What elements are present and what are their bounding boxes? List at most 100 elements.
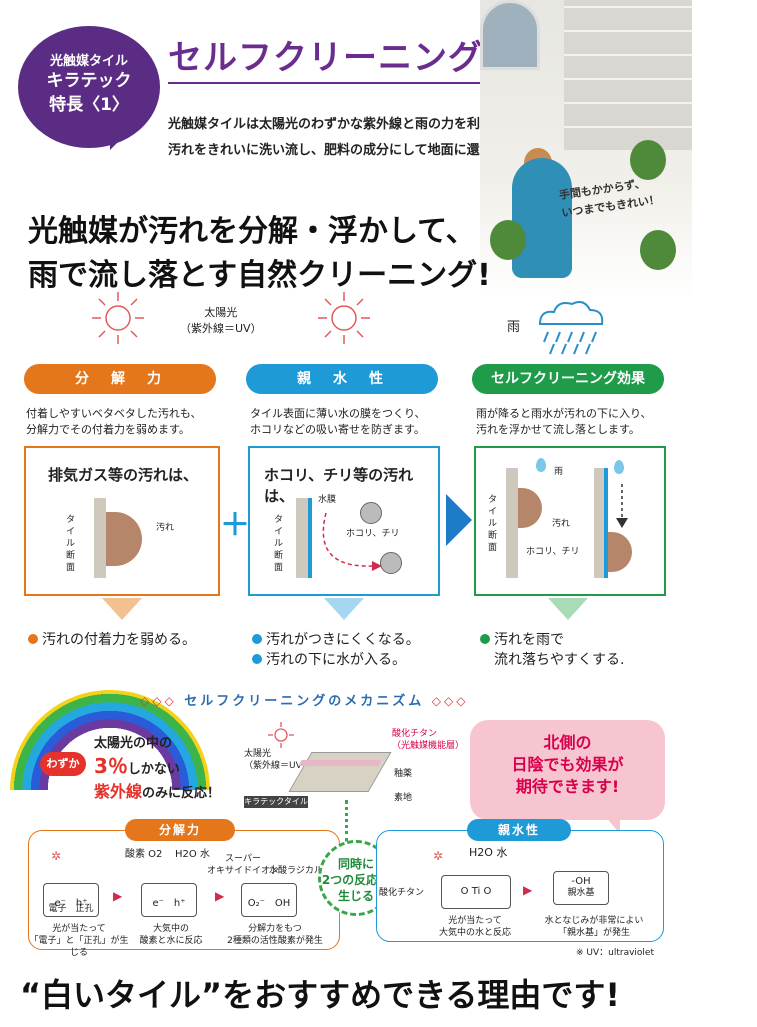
h2o-label: H2O 水 (469, 846, 508, 859)
uv-line2: しかない (127, 762, 180, 777)
box2-text: e⁻ h⁺ (152, 898, 186, 909)
person-body (512, 158, 572, 278)
cap2a: 大気中の (152, 924, 189, 934)
badge-line1: キラテック (46, 71, 132, 91)
desc-decomposition: 付着しやすいベタベタした汚れも、 分解力でその付着力を弱めます。 (26, 406, 202, 438)
cap2b: 酸素と水に反応 (139, 936, 203, 946)
bullet-text: 汚れの下に水が入る。 (266, 652, 406, 668)
callout-tail (600, 810, 620, 834)
rain-label: 雨 (507, 320, 521, 335)
water-film (604, 468, 608, 578)
window-shape (480, 0, 540, 70)
tile-sun-label2: （紫外線＝UV） (244, 761, 311, 771)
sun-icon (318, 292, 370, 344)
down-arrow-icon (616, 484, 628, 528)
oh-label: 親水基 (567, 888, 595, 898)
sun-icon: ✲ (51, 849, 62, 863)
ti-label: 酸化チタン (379, 888, 425, 898)
sun-icon (268, 722, 294, 748)
tile-section (296, 498, 308, 578)
super-line1: スーパー (225, 854, 261, 864)
box-title: 排気ガス等の汚れは、 (48, 466, 199, 484)
bullet-dot (252, 634, 262, 644)
dirt-shape (608, 532, 632, 572)
dust-label: ホコリ、チリ (346, 529, 400, 539)
bullet-text: 汚れの付着力を弱める。 (42, 632, 196, 648)
cap2: 大気中の 酸素と水に反応 (129, 923, 213, 947)
dirt-label: 汚れ (552, 519, 571, 529)
tile-label: タイル断面 (488, 495, 498, 553)
right-cap1a: 光が当たって (448, 916, 502, 926)
north-line1: 北側の (543, 733, 592, 752)
chevron-right-icon: ▶ (523, 883, 533, 897)
uv-text: 太陽光の中の 3％しかない 紫外線のみに反応！ (94, 733, 220, 805)
decor-diamonds: ◇◇◇ (431, 694, 469, 708)
desc-line: タイル表面に薄い水の膜をつくり、 (250, 407, 426, 420)
raindrop-icon (536, 458, 546, 472)
active-oxygen-box: O₂⁻ OH (241, 883, 297, 917)
rain-label-small: 雨 (554, 467, 564, 477)
footnote: ※ UV：ultraviolet (576, 948, 654, 958)
feature-badge: 光触媒タイル キラテック 特長〈1〉 (18, 26, 160, 148)
plant-shape (490, 220, 526, 260)
desc-line: 雨が降ると雨水が汚れの下に入り、 (476, 407, 652, 420)
tile-section (506, 468, 518, 578)
cap3b: 2種類の活性酸素が発生 (227, 936, 323, 946)
plant-shape (630, 140, 666, 180)
wall-shape (564, 0, 692, 150)
tile-section (594, 468, 604, 578)
wazuka-badge: わずか (40, 752, 86, 776)
hydroxyl-box: -OH 親水基 (553, 871, 609, 905)
mechanism-title-text: セルフクリーニングのメカニズム (184, 694, 425, 709)
uv-line3b: のみに反応！ (142, 786, 221, 801)
desc-line: 付着しやすいベタベタした汚れも、 (26, 407, 202, 420)
pill-self-cleaning: セルフクリーニング効果 (472, 364, 664, 394)
uv-line3: 紫外線 (94, 782, 143, 801)
bottom-tagline: “白いタイル”をおすすめできる理由です! (20, 976, 621, 1014)
repel-arrow-icon (322, 512, 382, 571)
woman-watering-plants-photo (480, 0, 692, 300)
sun-icon: ✲ (433, 849, 444, 863)
dust-label: ホコリ、チリ (526, 547, 580, 557)
right-cap2a: 水となじみが非常によい (544, 916, 644, 926)
bullet-text: 流れ落ちやすくする. (494, 652, 625, 668)
tile-label: タイル断面 (66, 515, 76, 573)
cap3a: 分解力をもつ (248, 924, 302, 934)
north-line2: 日陰でも効果が (511, 755, 624, 774)
box-decomposition: 排気ガス等の汚れは、 タイル断面 汚れ (24, 446, 220, 596)
big-right-arrow-icon (446, 494, 472, 546)
north-line3: 期待できます! (515, 777, 620, 796)
tile-name-label: キラテックタイル (244, 796, 308, 808)
right-cap1b: 大気中の水と反応 (438, 928, 511, 938)
arrow-down (548, 598, 588, 620)
box3-text: O₂⁻ OH (247, 898, 291, 909)
tile-sun-label1: 太陽光 (244, 749, 272, 759)
bullet-text: 汚れがつきにくくなる。 (266, 632, 420, 648)
decomposition-pill: 分解力 (125, 819, 235, 841)
desc-hydrophilic: タイル表面に薄い水の膜をつくり、 ホコリなどの吸い寄せを防ぎます。 (250, 406, 426, 438)
right-cap2b: 「親水基」が発生 (557, 928, 630, 938)
lead-line1: 光触媒タイルは太陽光のわずかな紫外線と雨の力を利用し、 (168, 117, 520, 132)
desc-self-cleaning: 雨が降ると雨水が汚れの下に入り、 汚れを浮かせて流し落とします。 (476, 406, 652, 438)
raindrop-icon (614, 460, 624, 474)
plus-sign: ＋ (220, 508, 250, 543)
bullet-hydrophilic: 汚れがつきにくくなる。 汚れの下に水が入る。 (252, 630, 420, 670)
reaction-box: e⁻ h⁺ (141, 883, 197, 917)
dirt-shape (106, 512, 142, 566)
tile-layer2-label: 釉薬 (394, 769, 413, 779)
dirt-shape (518, 488, 542, 528)
bullet-text: 汚れを雨で (494, 632, 564, 648)
tio2-layer (298, 760, 382, 766)
lead-line2: 汚れをきれいに洗い流し、肥料の成分にして地面に還します！ (168, 143, 532, 158)
box1-text: e⁻ h⁺ (54, 898, 88, 909)
badge-small: 光触媒タイル (49, 54, 128, 69)
center-line1: 同時に (337, 857, 374, 871)
dust-particle (380, 552, 402, 574)
sun-label-line2: （紫外線＝UV） (180, 322, 262, 335)
headline-line1: 光触媒が汚れを分解・浮かして、 (28, 214, 476, 249)
tile-layer1: 酸化チタン (392, 729, 438, 739)
connector-line (345, 800, 348, 842)
chevron-right-icon: ▶ (113, 889, 123, 903)
desc-line: 汚れを浮かせて流し落とします。 (476, 423, 640, 436)
right-cap1: 光が当たって 大気中の水と反応 (423, 915, 527, 939)
